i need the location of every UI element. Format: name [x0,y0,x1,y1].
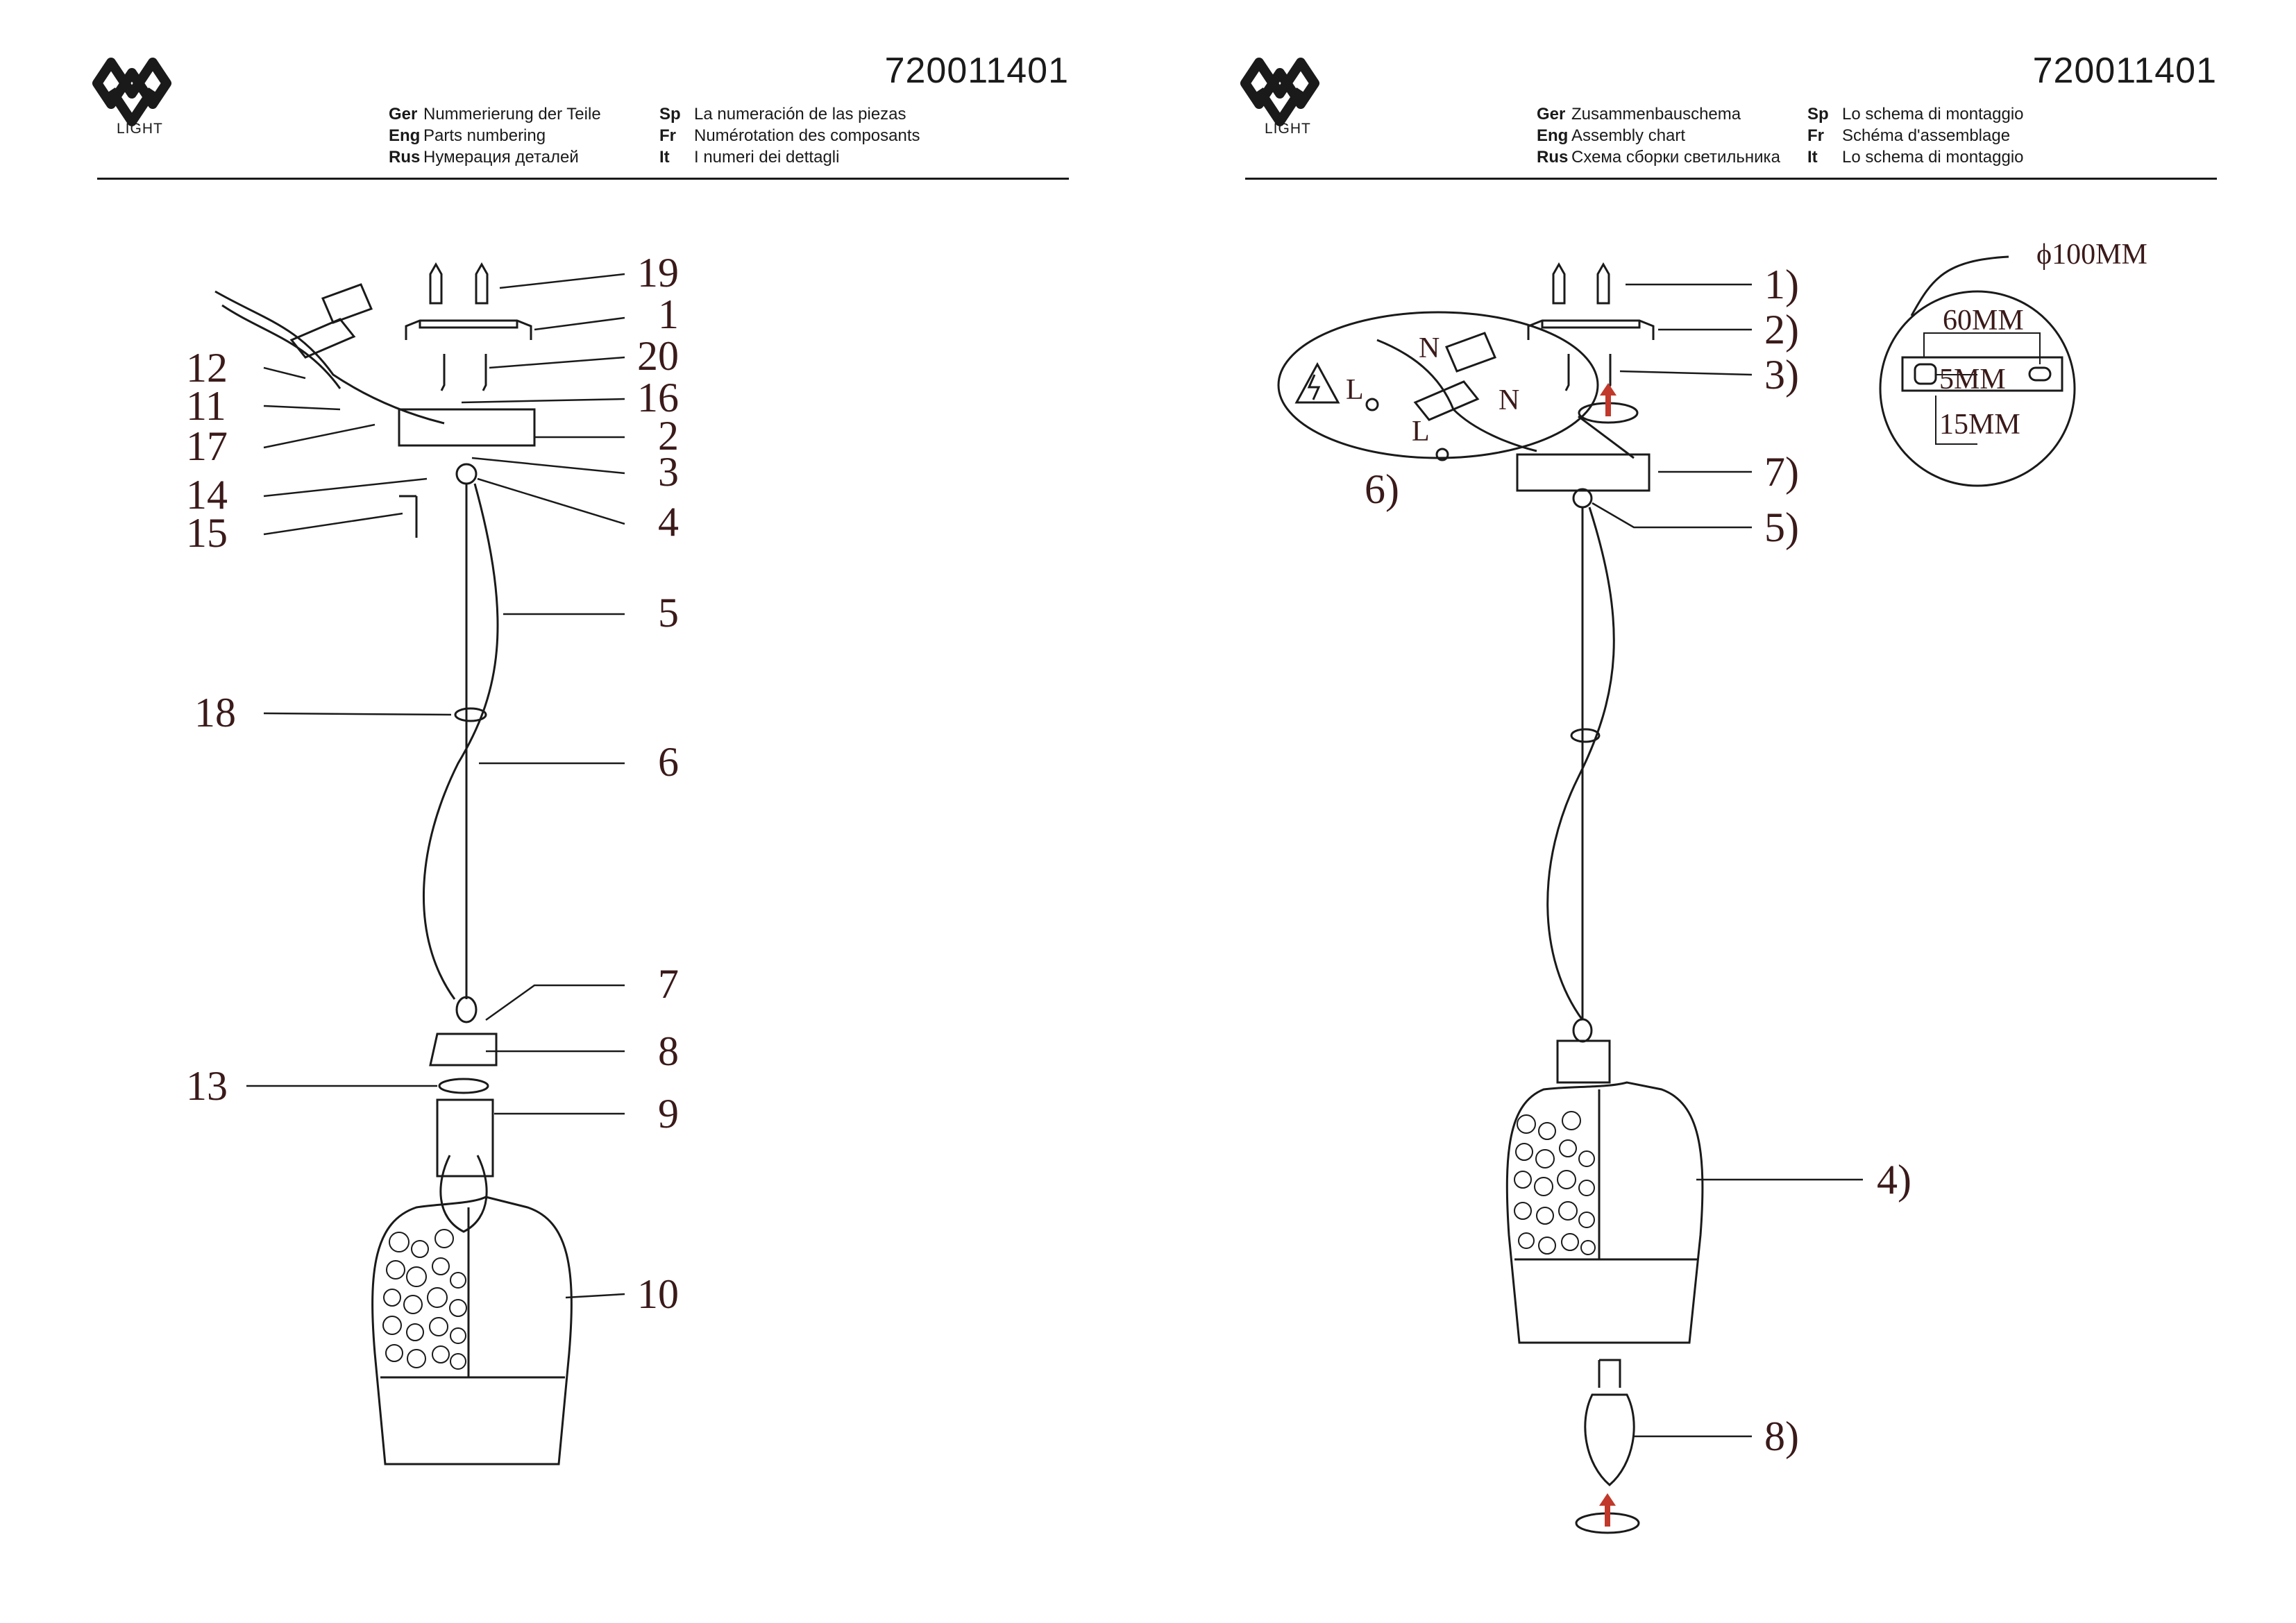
spacing-dimension: 60MM [1943,305,2024,337]
socket-cup-part [429,1033,498,1067]
part-label-13: 13 [186,1063,228,1109]
step-label-4: 4) [1877,1157,1911,1203]
slot-left-part [1914,363,1937,385]
step-label-6: 6) [1365,466,1399,512]
mounting-bracket-part [1527,319,1655,340]
mounting-bracket-part [405,319,532,340]
shade-divider [1514,1089,1698,1261]
part-label-15: 15 [186,510,228,556]
mw-logo-icon [92,58,171,126]
wall-anchor-part [1552,262,1610,305]
glass-shade-part [371,1196,573,1465]
part-label-6: 6 [658,739,679,785]
part-label-18: 18 [194,690,236,736]
document-number: 720011401 [2032,51,2217,91]
up-arrow-icon [1600,383,1617,416]
step-label-8: 8) [1764,1413,1799,1459]
mw-logo-icon [1240,58,1319,126]
parts-diagram: 19 1 20 16 2 3 4 12 11 17 14 15 5 18 6 7… [186,250,679,1465]
hook-loop-part [455,463,478,485]
cable-clip-part [1570,728,1601,743]
shade-divider [380,1207,565,1379]
ring-part [438,1078,489,1094]
dimension-lines [1923,332,2041,445]
dimension-detail-callout [1879,290,2076,487]
part-label-1: 1 [658,291,679,337]
live-label: L [1346,374,1364,406]
allen-key-part [399,495,418,538]
assembly-diagram: 1) 2) 3) 7) 5) 6) 4) 8) N L N L ϕ100MM 6… [1277,239,2147,1534]
step-label-2: 2) [1764,307,1799,352]
wall-anchor-part [429,262,489,305]
power-cable-part [1546,507,1615,1021]
ground-screw-icon [1365,398,1379,411]
diameter-dimension: ϕ100MM [2036,239,2147,271]
document-number: 720011401 [884,51,1069,91]
step-label-5: 5) [1764,504,1799,550]
slot-dimension: 5MM [1939,364,2006,396]
dimension-leader [1910,255,2009,316]
supply-wire [1376,339,1537,452]
part-label-11: 11 [186,383,226,429]
ground-screw-icon [1435,448,1449,461]
part-label-19: 19 [637,250,679,296]
warning-triangle-icon [1294,362,1340,404]
part-label-17: 17 [186,423,228,469]
step-label-7: 7) [1764,449,1799,495]
top-loop-part [455,996,478,1023]
part-label-4: 4 [658,499,679,545]
bulb-part [439,1155,488,1233]
part-label-2: 2 [658,413,679,459]
live-label: L [1412,416,1430,448]
cable-clip-part [454,707,487,722]
part-label-3: 3 [658,449,679,495]
terminal-block-part [289,283,373,359]
part-label-10: 10 [637,1271,679,1317]
up-arrow-icon [1599,1493,1616,1527]
bracket-plate-part [1901,356,2063,392]
top-loop-part [1572,1018,1593,1043]
pebble-pattern [1514,1111,1596,1255]
screw-part [440,354,487,391]
step-label-3: 3) [1764,352,1799,398]
part-label-5: 5 [658,590,679,636]
candle-bulb-part [1584,1359,1635,1486]
red-arrows [1599,383,1617,1527]
supply-wire [214,290,445,425]
pebble-pattern [382,1229,467,1370]
depth-dimension: 15MM [1939,409,2020,441]
part-label-14: 14 [186,472,228,518]
part-label-16: 16 [637,375,679,420]
terminal-block-part [1413,332,1497,421]
logo-text: LIGHT [1265,121,1311,137]
slot-right-part [2028,366,2052,382]
socket-cup-part [1556,1039,1611,1084]
neutral-label: N [1419,332,1440,364]
power-cable-part [423,483,499,1000]
header-rule [97,178,1069,180]
canopy-part [398,408,536,447]
leader-lines [1592,283,1863,1438]
lamp-holder-part [436,1098,494,1178]
leader-lines [246,273,625,1299]
step-label-1: 1) [1764,262,1799,307]
glass-shade-part [1505,1081,1704,1344]
part-label-20: 20 [637,333,679,379]
part-label-8: 8 [658,1028,679,1074]
hook-loop-part [1572,488,1593,509]
neutral-label: N [1499,384,1519,416]
part-label-9: 9 [658,1091,679,1137]
part-label-7: 7 [658,961,679,1007]
logo-text: LIGHT [117,121,163,137]
part-label-12: 12 [186,345,228,391]
canopy-part [1516,453,1651,492]
callout-pointer [1578,415,1635,459]
header-rule [1245,178,2217,180]
